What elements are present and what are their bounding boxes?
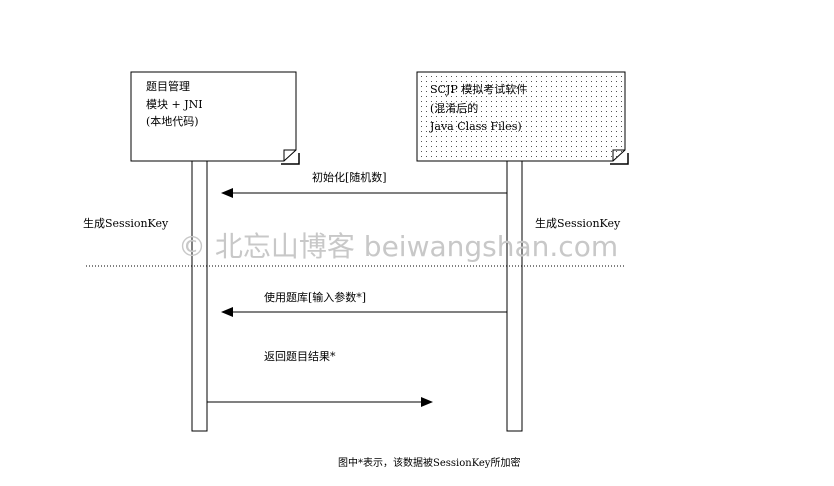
left-note-line2: 模块 + JNI xyxy=(146,98,203,111)
left-lifeline xyxy=(191,160,208,432)
session-key-left: 生成SessionKey xyxy=(83,216,169,230)
right-note-box: SCJP 模拟考试软件 (混淆后的 Java Class Files) xyxy=(416,71,629,165)
footnote: 图中*表示，该数据被SessionKey所加密 xyxy=(338,456,520,469)
right-note-line3: Java Class Files) xyxy=(429,120,522,133)
session-key-right: 生成SessionKey xyxy=(535,216,621,230)
init-label: 初始化[随机数] xyxy=(312,170,387,184)
watermark: © 北忘山博客 beiwangshan.com xyxy=(178,230,618,263)
use-db-label: 使用题库[输入参数*] xyxy=(264,290,366,304)
left-note-line3: (本地代码) xyxy=(146,114,199,128)
return-result-label: 返回题目结果* xyxy=(264,350,336,363)
left-note-box: 题目管理 模块 + JNI (本地代码) xyxy=(130,71,300,165)
right-lifeline xyxy=(506,160,523,432)
right-note-line1: SCJP 模拟考试软件 xyxy=(430,82,527,96)
right-note-line2: (混淆后的 xyxy=(430,101,478,115)
left-note-line1: 题目管理 xyxy=(146,79,190,93)
